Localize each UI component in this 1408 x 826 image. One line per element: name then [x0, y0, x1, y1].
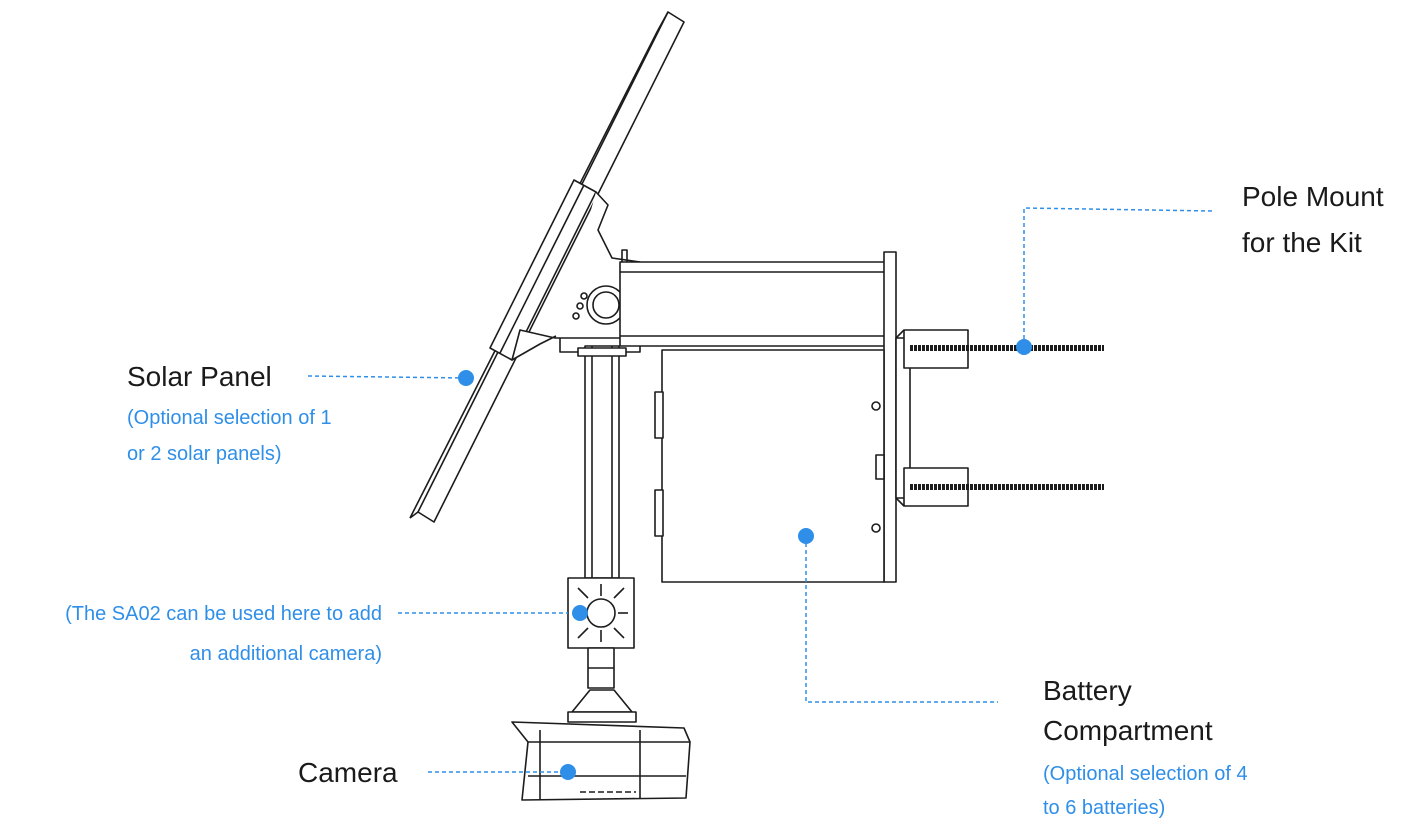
horizontal-arm-drawing — [619, 251, 897, 583]
battery-label-1: Battery — [1043, 675, 1132, 706]
battery-leader — [805, 536, 998, 703]
solar-panel-note-1: (Optional selection of 1 — [127, 407, 332, 429]
solar-panel-marker — [458, 370, 474, 386]
pole-mount-marker — [1016, 339, 1032, 355]
camera-label: Camera — [298, 757, 398, 788]
solar-panel-note-2: or 2 solar panels) — [127, 443, 282, 465]
battery-note-1: (Optional selection of 4 — [1043, 763, 1248, 785]
battery-note-2: to 6 batteries) — [1043, 797, 1166, 819]
battery-box-drawing — [654, 349, 885, 583]
camera-marker — [560, 764, 576, 780]
camera-drawing — [511, 647, 691, 801]
vertical-post-drawing — [577, 345, 627, 579]
pole-mount-leader — [1023, 207, 1213, 347]
sa02-note-2: an additional camera) — [189, 643, 382, 665]
sa02-marker — [572, 605, 588, 621]
solar-panel-leader — [307, 375, 467, 379]
pole-mount-label-1: Pole Mount — [1242, 181, 1384, 212]
pole-mount-drawing — [895, 329, 1104, 507]
battery-marker — [798, 528, 814, 544]
solar-panel-drawing — [409, 11, 685, 523]
sa02-note-1: (The SA02 can be used here to add — [65, 603, 382, 625]
pole-mount-label-2: for the Kit — [1242, 227, 1362, 258]
solar-panel-label: Solar Panel — [127, 361, 272, 392]
battery-label-2: Compartment — [1043, 715, 1213, 746]
